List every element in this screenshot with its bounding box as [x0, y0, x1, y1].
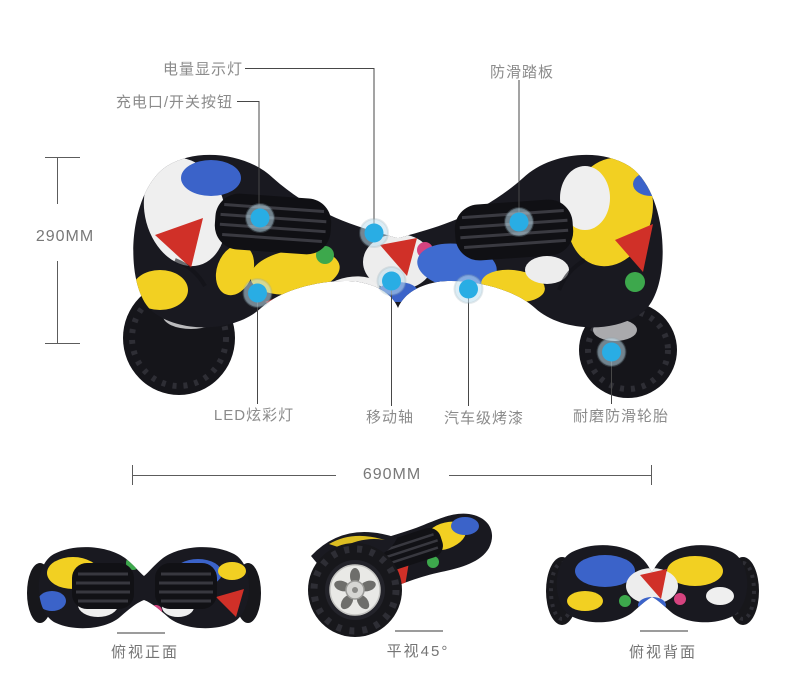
caption-top-view-back: 俯视背面: [628, 644, 698, 661]
view-45-degree-image: [308, 513, 493, 637]
caption-top-view-front: 俯视正面: [110, 644, 180, 661]
height-dimension-lines: [45, 157, 80, 344]
deck-body: [133, 154, 663, 328]
view1-right-pad: [155, 563, 217, 609]
callout-dot-pedal-icon: [504, 207, 534, 237]
callout-label-moving-axle: 移动轴: [365, 409, 415, 426]
callout-line-power-indicator: [245, 68, 375, 233]
view-top-front-image: [27, 547, 261, 629]
width-dimension-label: 690MM: [362, 466, 422, 483]
callout-label-charging-port-switch: 充电口/开关按钮: [115, 94, 233, 111]
callout-dot-tire-icon: [596, 337, 627, 367]
callout-label-car-grade-paint: 汽车级烤漆: [443, 410, 525, 427]
callout-label-led-light: LED炫彩灯: [213, 407, 295, 424]
callout-dot-charging-port-icon: [245, 203, 275, 233]
callout-dot-paint-icon: [453, 274, 484, 304]
callout-line-charging-port: [237, 101, 260, 218]
callout-dot-led-icon: [242, 278, 273, 308]
view-top-back-image: [546, 545, 759, 625]
callout-label-anti-slip-pedal: 防滑踏板: [490, 64, 555, 81]
callout-dots: [242, 203, 627, 367]
view2-front-wheel: [308, 543, 402, 637]
width-dimension-lines: [132, 465, 652, 485]
callout-dot-power-indicator-icon: [359, 218, 389, 248]
caption-divider-45-degree: [395, 630, 443, 632]
caption-eye-level-45: 平视45°: [386, 643, 450, 660]
caption-divider-top-front: [117, 632, 165, 634]
callout-lines: [237, 68, 612, 406]
height-dimension-label: 290MM: [35, 228, 95, 245]
caption-divider-top-back: [640, 630, 688, 632]
view1-left-pad: [72, 563, 134, 609]
callout-label-wear-resistant-tire: 耐磨防滑轮胎: [572, 408, 670, 425]
callout-label-power-indicator: 电量显示灯: [162, 61, 243, 78]
callout-dot-axle-icon: [376, 266, 407, 296]
